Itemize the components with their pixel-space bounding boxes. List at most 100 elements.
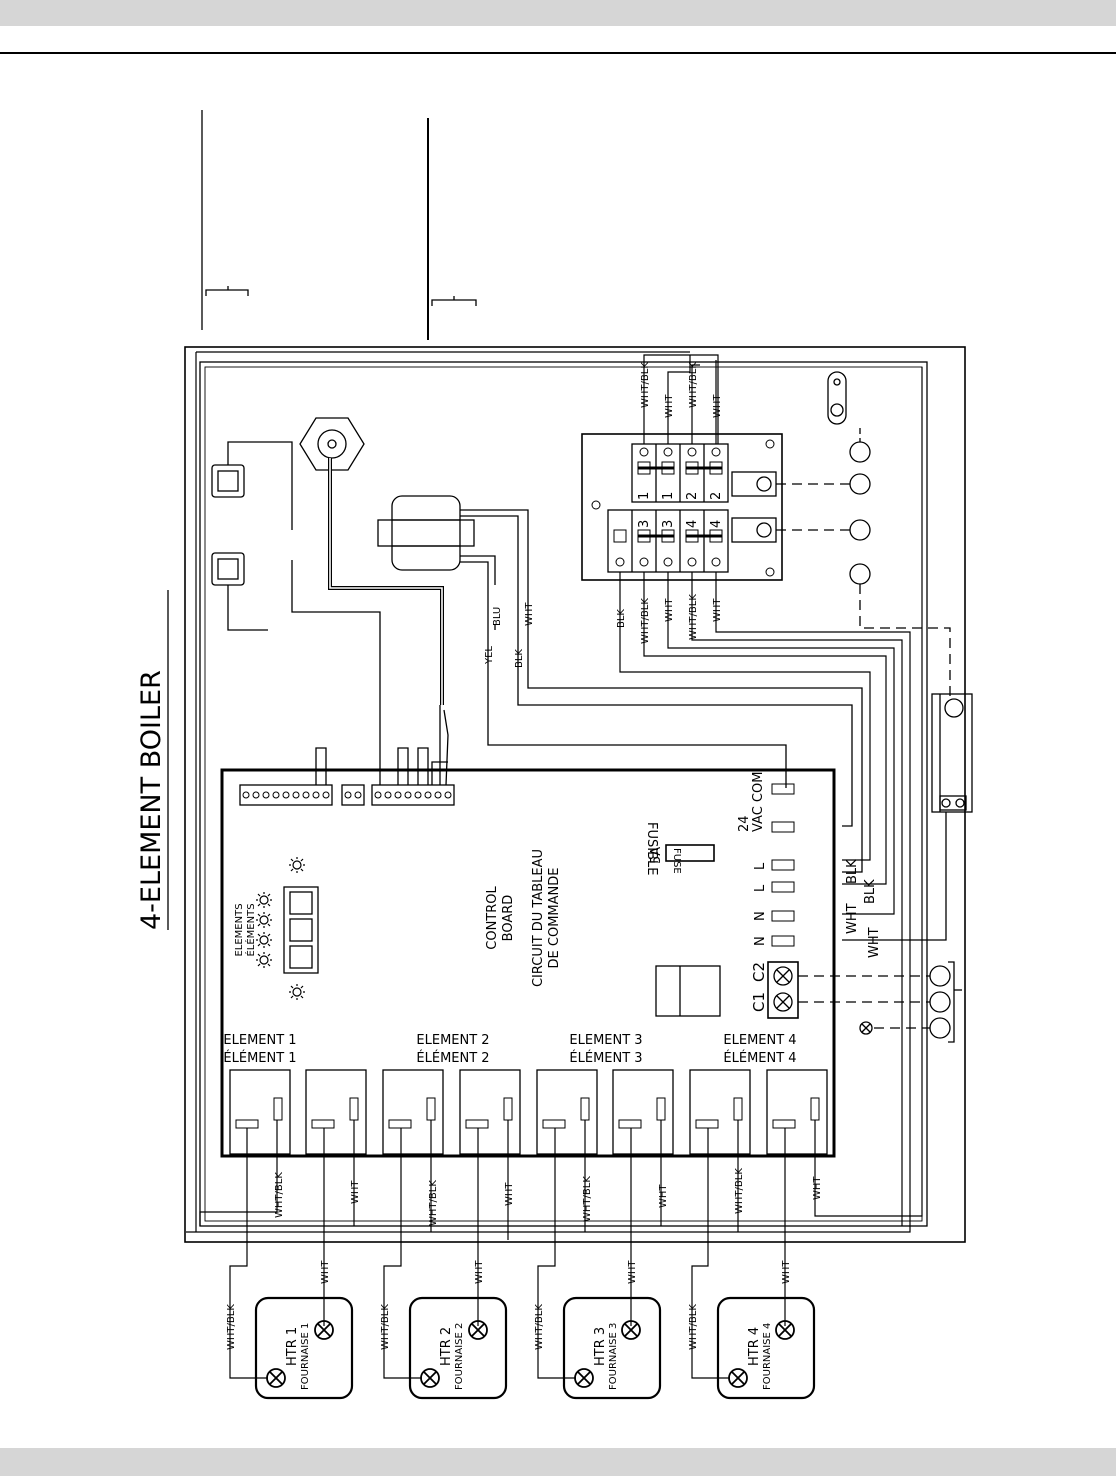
wire-label: WHT/BLK — [582, 1176, 593, 1222]
contact-2 — [731, 517, 777, 543]
heater-box-3 — [562, 1296, 662, 1400]
term-n2-label: N — [753, 936, 768, 946]
board-title-en-1: CONTROL — [485, 886, 500, 950]
term-l2-label: L — [753, 884, 768, 892]
heater-3-en: HTR 3 — [593, 1327, 608, 1366]
tb-number: 1 — [637, 492, 652, 500]
element-leds — [256, 857, 305, 1000]
enclosure-inner — [199, 361, 928, 1227]
wire-label: WHT/BLK — [226, 1304, 237, 1350]
fuse-rating: 5A — [649, 847, 664, 864]
element-terminal-1a — [229, 1069, 291, 1155]
sensor-probe — [299, 417, 365, 471]
element-1-en: ELEMENT 1 — [223, 1033, 296, 1048]
element-terminal-1b — [305, 1069, 367, 1155]
fuse-fr-label: FUSIBLE — [644, 822, 659, 875]
panel-bracket-right — [431, 299, 477, 306]
element-terminal-2b — [459, 1069, 521, 1155]
heater-box-2 — [408, 1296, 508, 1400]
wire-label: BLK — [845, 859, 860, 884]
heater-3-fr: FOURNAISE 3 — [608, 1323, 619, 1390]
footer-bar — [0, 1448, 1116, 1476]
terminal-block — [581, 433, 783, 581]
connector-strip-1 — [239, 784, 333, 806]
element-1-fr: ÉLÉMENT 1 — [223, 1050, 296, 1066]
tb-number: 3 — [637, 520, 652, 528]
relay — [655, 965, 721, 1017]
wire-label: WHT/BLK — [640, 598, 651, 644]
tb-number: 1 — [661, 492, 676, 500]
wire-label: WHT/BLK — [734, 1168, 745, 1214]
wire-label: WHT — [812, 1176, 823, 1200]
wire-label: BLK — [616, 609, 627, 628]
element-4-fr: ÉLÉMENT 4 — [723, 1050, 796, 1066]
heater-box-4 — [716, 1296, 816, 1400]
c1-label: C1 — [750, 992, 768, 1012]
aux-terminal — [931, 693, 973, 813]
tb-number: 4 — [685, 520, 700, 528]
limit-switch-1 — [211, 464, 245, 498]
panel-bracket-left — [205, 289, 249, 296]
heater-2-fr: FOURNAISE 2 — [454, 1323, 465, 1390]
connector-strip-2 — [341, 784, 365, 806]
fuse-label: FUSE — [671, 848, 682, 874]
contact-1 — [731, 471, 777, 497]
element-4-en: ELEMENT 4 — [723, 1033, 796, 1048]
wire-label: WHT/BLK — [640, 362, 651, 408]
terminal-l1 — [771, 859, 795, 871]
enclosure-outer — [184, 346, 966, 1243]
element-3-en: ELEMENT 3 — [569, 1033, 642, 1048]
element-terminal-3b — [612, 1069, 674, 1155]
terminal-24vac-com — [771, 783, 795, 795]
wire-label: WHT — [712, 394, 723, 418]
diagram-title: 4-ELEMENT BOILER — [136, 670, 167, 930]
limit-switch-2 — [211, 552, 245, 586]
heater-2-en: HTR 2 — [439, 1327, 454, 1366]
tb-number: 2 — [709, 492, 724, 500]
terminal-n2 — [771, 935, 795, 947]
element-terminal-4b — [766, 1069, 828, 1155]
header-bar — [0, 0, 1116, 26]
wire-label: WHT/BLK — [534, 1304, 545, 1350]
wire-label: WHT — [320, 1260, 331, 1284]
wire-label: BLU — [492, 607, 503, 626]
term-n1-label: N — [753, 911, 768, 921]
elements-fr-label: ÉLÉMENTS — [244, 903, 257, 956]
heater-4-fr: FOURNAISE 4 — [762, 1323, 773, 1390]
wire-label: BLK — [514, 649, 525, 668]
elements-en-label: ELEMENTS — [234, 903, 245, 956]
element-terminal-2a — [382, 1069, 444, 1155]
wire-label: YEL — [484, 646, 495, 665]
wire-label: WHT/BLK — [380, 1304, 391, 1350]
tb-number: 2 — [685, 492, 700, 500]
wire-label: WHT — [664, 394, 675, 418]
element-2-en: ELEMENT 2 — [416, 1033, 489, 1048]
wire-label: WHT/BLK — [428, 1180, 439, 1226]
element-2-fr: ÉLÉMENT 2 — [416, 1050, 489, 1066]
control-board — [220, 768, 836, 1158]
term-l1-label: L — [753, 862, 768, 870]
heater-box-1 — [254, 1296, 354, 1400]
header-rule — [0, 52, 1116, 54]
terminal-24vac — [771, 821, 795, 833]
terminal-n1 — [771, 910, 795, 922]
wire-label: WHT — [867, 927, 882, 958]
ground-lug — [827, 371, 847, 425]
vac-com-label: VAC COM — [751, 772, 766, 832]
c2-label: C2 — [750, 962, 768, 982]
wire-label: WHT — [712, 598, 723, 622]
board-title-en-2: BOARD — [501, 895, 516, 942]
wire-label: WHT/BLK — [688, 1304, 699, 1350]
board-title-fr-2: DE COMMANDE — [547, 868, 562, 969]
wire-label: WHT — [627, 1260, 638, 1284]
element-3-fr: ÉLÉMENT 3 — [569, 1050, 642, 1066]
element-terminal-3a — [536, 1069, 598, 1155]
element-terminal-4a — [689, 1069, 751, 1155]
wire-label: WHT/BLK — [688, 362, 699, 408]
wire-label: WHT/BLK — [688, 594, 699, 640]
connector-strip-3 — [371, 784, 455, 806]
heater-4-en: HTR 4 — [747, 1327, 762, 1366]
wire-label: WHT — [504, 1182, 515, 1206]
fuse — [665, 844, 715, 862]
